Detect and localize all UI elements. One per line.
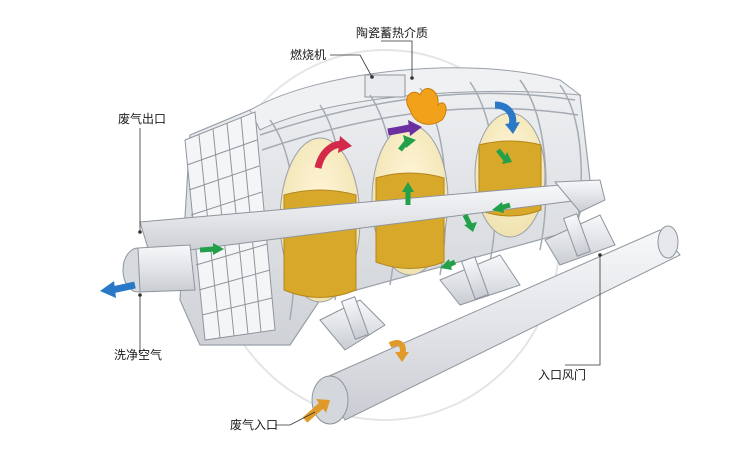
label-inlet-damper: 入口风门 [538, 368, 587, 382]
arrow-green-icon [199, 135, 512, 270]
burner-box [364, 74, 406, 98]
label-ceramic-media: 陶瓷蓄热介质 [356, 26, 429, 40]
arrow-blue-icon [100, 281, 136, 298]
label-exhaust-outlet: 废气出口 [118, 112, 167, 126]
valves [319, 213, 616, 351]
leader-dots [138, 75, 602, 297]
flame-icon [406, 88, 447, 125]
arrow-blue-icon [494, 101, 520, 134]
label-burner: 燃烧机 [290, 48, 327, 62]
leader-lines [139, 40, 601, 426]
chamber-3 [474, 112, 546, 238]
label-clean-air: 洗净空气 [114, 348, 163, 362]
label-exhaust-inlet: 废气入口 [230, 418, 279, 432]
arrow-red-icon [314, 136, 352, 169]
inlet-pipe [311, 225, 681, 425]
arrow-purple-icon [387, 120, 422, 136]
outlet-pipe [122, 179, 606, 293]
